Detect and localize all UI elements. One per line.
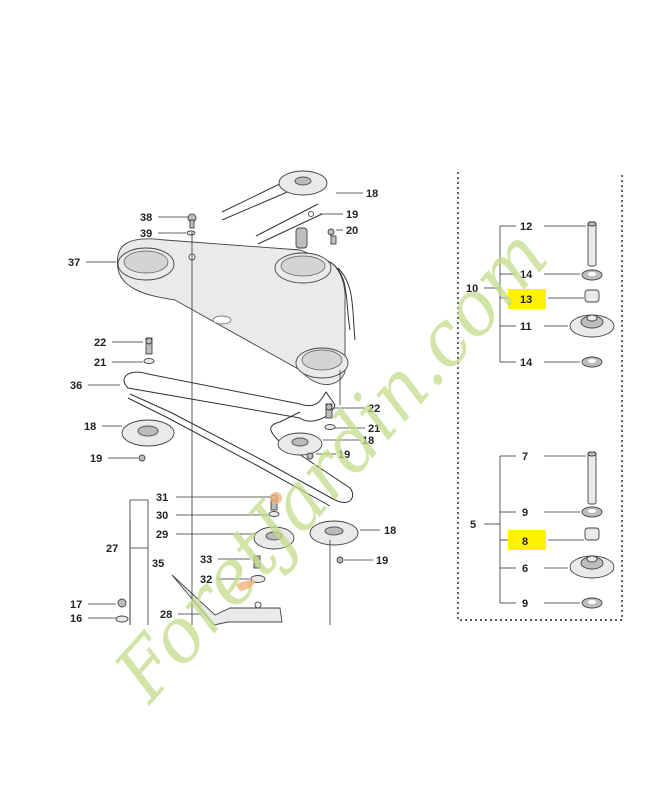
kit-b-group: 5 (470, 519, 476, 531)
callout: 35 (152, 558, 164, 570)
callout: 19 (90, 453, 102, 465)
kit-a-item: 11 (520, 321, 532, 333)
kit-a-item: 12 (520, 221, 532, 233)
deck-belt (329, 261, 356, 341)
callout: 27 (106, 543, 118, 555)
callout: 18 (384, 525, 396, 537)
kit-b-item: 9 (522, 598, 528, 610)
drive-belt (123, 371, 354, 507)
kit-b-item: 6 (522, 563, 528, 575)
callout: 37 (68, 257, 80, 269)
kit-b-item-highlighted: 8 (522, 536, 528, 548)
kit-b-item: 7 (522, 451, 528, 463)
callout-labels: 38 39 37 18 19 20 22 21 36 18 19 22 21 1… (68, 188, 396, 625)
callout: 29 (156, 529, 168, 541)
callout: 28 (160, 609, 172, 621)
callout: 19 (338, 449, 350, 461)
callout: 30 (156, 510, 168, 522)
callout: 38 (140, 212, 152, 224)
callout: 31 (156, 492, 168, 504)
callout: 36 (70, 380, 82, 392)
idler-pulleys (171, 403, 359, 626)
leader-lines (86, 192, 380, 625)
callout: 17 (70, 599, 82, 611)
kit-b-item: 9 (522, 507, 528, 519)
callout: 19 (376, 555, 388, 567)
callout: 18 (362, 435, 374, 447)
callout: 33 (200, 554, 212, 566)
highlight-box-8 (508, 530, 546, 550)
kit-a-group: 10 (466, 283, 478, 295)
kit-a-item-highlighted: 13 (520, 294, 532, 306)
callout: 18 (84, 421, 96, 433)
kit-a-item: 14 (520, 269, 533, 281)
callout: 22 (94, 337, 106, 349)
left-hardware (115, 213, 197, 623)
watermark-accent-leaf (236, 580, 256, 591)
callout: 39 (140, 228, 152, 240)
callout: 32 (200, 574, 212, 586)
callout: 19 (346, 209, 358, 221)
callout: 22 (368, 403, 380, 415)
highlight-box-13 (508, 289, 546, 309)
kit-a-item: 14 (520, 357, 533, 369)
kit-box-border (457, 172, 623, 621)
kit-a-parts (484, 221, 615, 368)
callout: 16 (70, 613, 82, 625)
deck-plate (117, 238, 349, 385)
watermark-accent-dot (270, 492, 282, 504)
callout: 21 (94, 357, 106, 369)
callout: 20 (346, 225, 358, 237)
kit-b-labels: 5 7 9 8 6 9 (470, 451, 528, 610)
kit-a-labels: 10 12 14 13 11 14 (466, 221, 533, 369)
top-pulley (221, 170, 337, 249)
kit-b-parts (484, 451, 615, 609)
callout: 18 (366, 188, 378, 200)
callout: 21 (368, 423, 380, 435)
